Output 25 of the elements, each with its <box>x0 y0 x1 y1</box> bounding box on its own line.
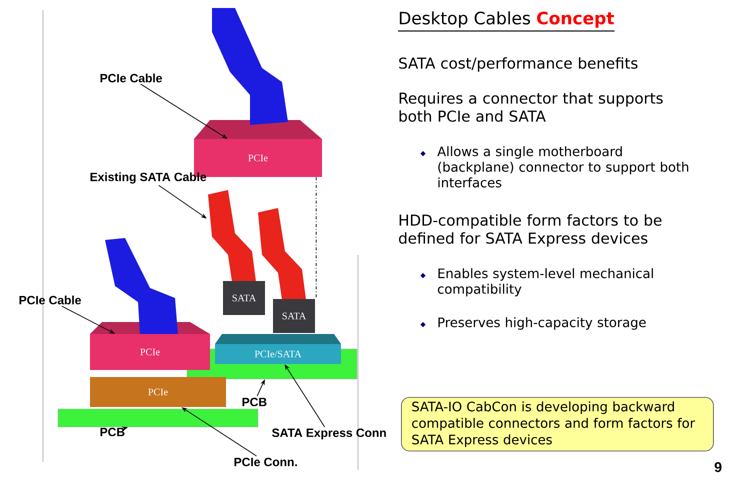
slide-title: Desktop Cables Concept <box>400 11 614 28</box>
callout-label: SATA Express Conn <box>272 428 386 440</box>
bullet-text: Requires a connector that supports both PCIe and SATA <box>400 92 663 122</box>
circuit-board <box>58 408 258 428</box>
callout-label: PCB <box>100 428 124 436</box>
bullet-item: Preserves high-capacity storage <box>420 317 646 330</box>
callout-label: PCIe Cable <box>100 74 162 82</box>
cable-plug: SATA <box>223 281 265 315</box>
callout-label: PCB <box>242 398 266 406</box>
bullet-item: Allows a single motherboard (backplane) connector to support both interfaces <box>420 146 688 188</box>
connector: PCIe <box>90 377 226 407</box>
bullet-text: SATA cost/performance benefits <box>399 57 638 72</box>
note-box: SATA-IO CabCon is developing backward compatible connectors and form factors for SATA Express devices <box>401 397 714 452</box>
bullet-item: Enables system-level mechanical compatibility <box>420 268 653 296</box>
cable-drawing <box>208 190 256 282</box>
callout-label: PCIe Cable <box>20 296 81 304</box>
cable-plug: PCIe <box>90 238 210 370</box>
bullet-text: HDD-compatible form factors to be defined for SATA Express devices <box>399 214 662 247</box>
cable-plug: SATA <box>258 208 315 333</box>
node-label: PCIe <box>248 154 268 162</box>
node-label: PCIe <box>140 348 160 356</box>
connector: PCIe/SATA <box>215 334 341 364</box>
page-number: 9 <box>714 462 722 472</box>
node-label: SATA <box>282 312 306 320</box>
callout-label: PCIe Conn. <box>234 458 297 466</box>
